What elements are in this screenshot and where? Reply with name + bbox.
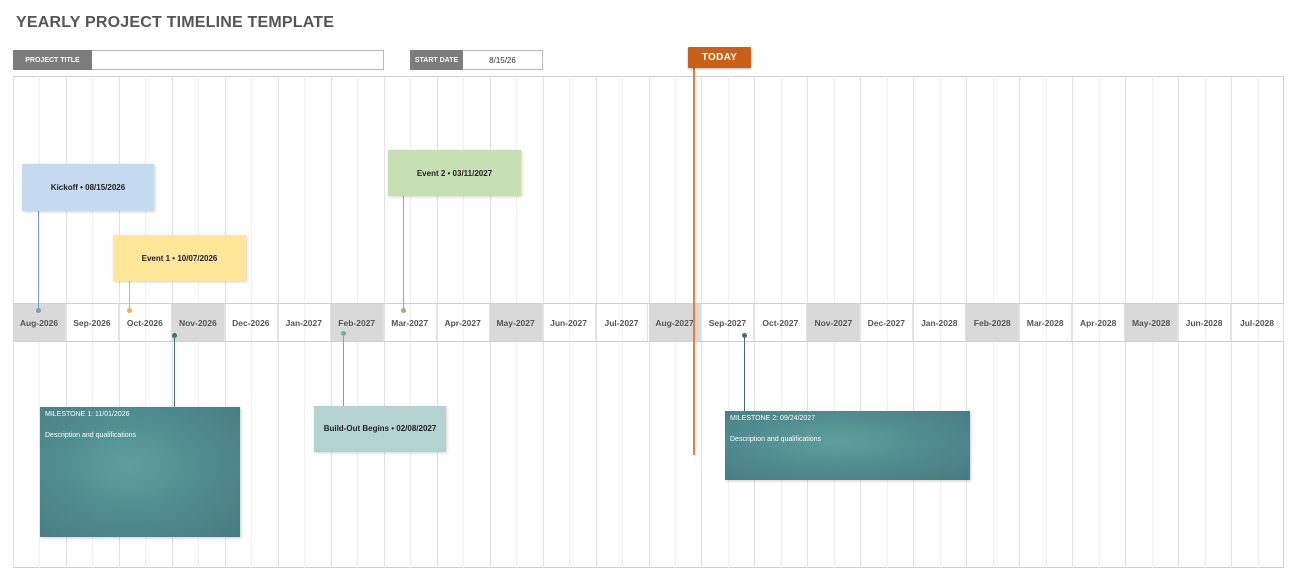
month-band — [13, 303, 1284, 342]
gridline — [1072, 76, 1074, 568]
month-label: Mar-2027 — [384, 304, 437, 341]
month-label: Jun-2027 — [543, 304, 596, 341]
gridline — [65, 76, 67, 568]
gridline-minor — [92, 76, 94, 568]
kickoff-connector — [38, 211, 39, 310]
month-label: Jan-2027 — [278, 304, 331, 341]
month-label: Oct-2027 — [754, 304, 808, 341]
gridline — [1231, 76, 1233, 568]
milestone2-connector — [744, 336, 745, 411]
gridline — [118, 76, 120, 568]
event2-marker — [401, 308, 406, 313]
month-label: Apr-2027 — [437, 304, 490, 341]
event1-connector — [129, 281, 130, 310]
month-label: Dec-2026 — [225, 304, 278, 341]
milestone2-marker — [742, 333, 747, 338]
gridline — [436, 76, 438, 568]
buildout-event[interactable]: Build-Out Begins • 02/08/2027 — [314, 406, 446, 452]
gridline-minor — [780, 76, 782, 568]
month-label: Jun-2028 — [1178, 304, 1232, 341]
month-label: Jan-2028 — [913, 304, 967, 341]
milestone1-card[interactable]: MILESTONE 1: 11/01/2026 Description and … — [40, 407, 240, 537]
gridline — [1019, 76, 1021, 568]
gridline-minor — [939, 76, 941, 568]
gridline — [383, 76, 385, 568]
month-label: Mar-2028 — [1019, 304, 1073, 341]
gridline-minor — [251, 76, 253, 568]
kickoff-marker — [36, 308, 41, 313]
month-label: Nov-2026 — [171, 304, 225, 341]
gridline-minor — [569, 76, 571, 568]
kickoff-event[interactable]: Kickoff • 08/15/2026 — [22, 164, 154, 211]
gridline-minor — [1257, 76, 1259, 568]
month-label: Feb-2027 — [330, 304, 384, 341]
milestone1-connector — [174, 336, 175, 407]
gridline — [913, 76, 915, 568]
project-title-input[interactable] — [92, 50, 384, 70]
start-date-field: START DATE 8/15/26 — [410, 50, 543, 70]
month-label: May-2028 — [1125, 304, 1179, 341]
milestone2-card[interactable]: MILESTONE 2: 09/24/2027 Description and … — [725, 411, 970, 480]
buildout-connector — [343, 334, 344, 406]
project-title-label: PROJECT TITLE — [13, 50, 92, 70]
gridline — [860, 76, 862, 568]
event1-event[interactable]: Event 1 • 10/07/2026 — [113, 235, 246, 281]
milestone2-description: Description and qualifications — [730, 436, 822, 443]
month-label: Dec-2027 — [860, 304, 914, 341]
month-label: Sep-2027 — [701, 304, 755, 341]
gridline — [277, 76, 279, 568]
today-line — [693, 68, 695, 455]
gridline-minor — [1098, 76, 1100, 568]
month-label: Feb-2028 — [966, 304, 1020, 341]
month-label: Jul-2028 — [1231, 304, 1284, 341]
buildout-marker — [341, 331, 346, 336]
month-label: Aug-2026 — [13, 304, 66, 341]
month-label: Nov-2027 — [807, 304, 861, 341]
today-flag[interactable]: TODAY — [688, 47, 751, 68]
gridline-minor — [1045, 76, 1047, 568]
gridline — [595, 76, 597, 568]
milestone2-title: MILESTONE 2: 09/24/2027 — [730, 415, 816, 422]
gridline-minor — [1204, 76, 1206, 568]
gridline-minor — [463, 76, 465, 568]
gridline-minor — [727, 76, 729, 568]
page-title: YEARLY PROJECT TIMELINE TEMPLATE — [16, 14, 335, 31]
milestone1-title: MILESTONE 1: 11/01/2026 — [45, 411, 130, 418]
gridline — [754, 76, 756, 568]
gridline-minor — [410, 76, 412, 568]
month-label: Aug-2027 — [648, 304, 702, 341]
event2-event[interactable]: Event 2 • 03/11/2027 — [388, 150, 521, 196]
event2-connector — [403, 196, 404, 310]
gridline-minor — [886, 76, 888, 568]
gridline — [542, 76, 544, 568]
start-date-input[interactable]: 8/15/26 — [463, 50, 543, 70]
month-label: Sep-2026 — [66, 304, 119, 341]
month-label: Oct-2026 — [119, 304, 172, 341]
milestone1-marker — [172, 333, 177, 338]
gridline — [701, 76, 703, 568]
month-label: Jul-2027 — [596, 304, 649, 341]
month-label: May-2027 — [489, 304, 543, 341]
project-title-field: PROJECT TITLE — [13, 50, 384, 70]
milestone1-description: Description and qualifications — [45, 432, 137, 439]
gridline-minor — [304, 76, 306, 568]
month-label: Apr-2028 — [1072, 304, 1126, 341]
start-date-label: START DATE — [410, 50, 463, 70]
gridline — [1178, 76, 1180, 568]
gridline — [224, 76, 226, 568]
event1-marker — [127, 308, 132, 313]
gridline-minor — [622, 76, 624, 568]
gridline-minor — [145, 76, 147, 568]
